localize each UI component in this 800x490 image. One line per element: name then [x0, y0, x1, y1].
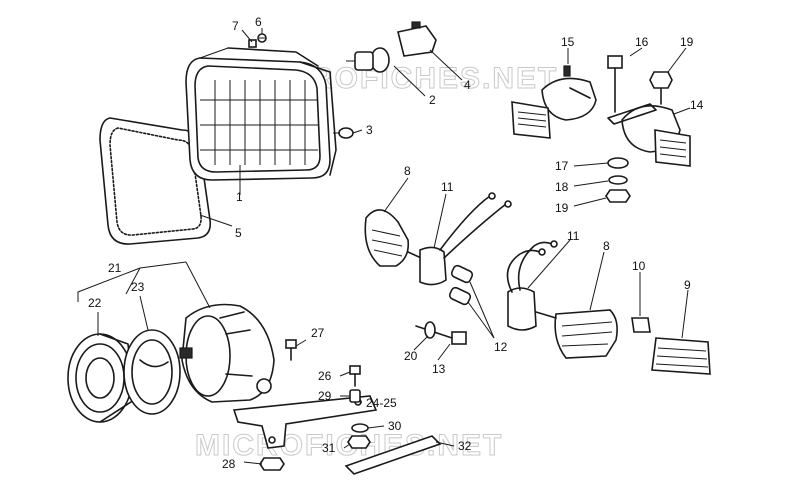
callout-20: 20: [404, 349, 418, 363]
nut-28: [259, 457, 285, 471]
callout-4: 4: [464, 78, 471, 92]
callout-19-bottom: 19: [555, 201, 569, 215]
callout-30: 30: [388, 419, 402, 433]
signal-bolt: [415, 325, 467, 345]
washer-17: [607, 157, 629, 169]
callout-8-left: 8: [404, 164, 411, 178]
callout-3: 3: [366, 123, 373, 137]
callout-14: 14: [690, 98, 704, 112]
callout-1: 1: [236, 190, 243, 204]
callout-29: 29: [318, 389, 332, 403]
callout-24-25: 24-25: [366, 396, 397, 410]
washer-18: [608, 175, 628, 185]
horn-left: [511, 65, 597, 139]
callout-2: 2: [429, 93, 436, 107]
callout-7: 7: [232, 19, 239, 33]
screw-7: [248, 39, 257, 48]
screw-6: [257, 33, 267, 43]
headlamp-unit: [185, 47, 337, 181]
washer-30: [351, 423, 369, 433]
callout-5: 5: [235, 226, 242, 240]
callout-15: 15: [561, 35, 575, 49]
callout-27: 27: [311, 326, 325, 340]
rear-lamp-reflector: [123, 329, 181, 415]
callout-19-top: 19: [680, 35, 694, 49]
callout-12: 12: [494, 340, 508, 354]
headlamp-bulb: [346, 47, 390, 73]
nut-31: [347, 435, 371, 449]
lamp-bracket: [232, 395, 378, 449]
horn-bolt: [607, 55, 623, 113]
spacer-12a: [450, 264, 474, 284]
horn-right: [607, 103, 691, 167]
callout-21: 21: [108, 261, 122, 275]
leader-lines: [77, 28, 691, 465]
turn-signal-left: [364, 209, 431, 267]
callout-22: 22: [88, 296, 102, 310]
callout-13: 13: [432, 362, 446, 376]
reflector: [651, 337, 711, 375]
nut-19: [605, 189, 631, 203]
callout-labels: 1 2 3 4 5 6 7 8 8 9 10 11 11 12 13 14 15…: [88, 15, 704, 471]
signal-socket-left: [419, 192, 512, 286]
callout-16: 16: [635, 35, 649, 49]
callout-32: 32: [458, 439, 472, 453]
callout-31: 31: [322, 441, 336, 455]
spacer-29: [349, 389, 361, 403]
bulb-connector: [397, 21, 437, 57]
horn-nut-top: [649, 71, 673, 105]
rear-lamp-housing: [179, 303, 275, 403]
callout-11-right: 11: [567, 229, 580, 243]
spacer-12b: [448, 286, 472, 306]
callout-8-right: 8: [603, 239, 610, 253]
mounting-strip: [344, 435, 442, 475]
callout-23: 23: [131, 280, 145, 294]
signal-socket-right: [506, 240, 558, 331]
callout-6: 6: [255, 15, 262, 29]
callout-17: 17: [555, 159, 569, 173]
callout-10: 10: [632, 259, 646, 273]
parking-bulb: [333, 127, 354, 139]
callout-11-left: 11: [441, 180, 454, 194]
callout-26: 26: [318, 369, 332, 383]
screw-27: [285, 339, 297, 361]
callout-18: 18: [555, 180, 569, 194]
reflector-clip: [631, 317, 651, 333]
callout-28: 28: [222, 457, 236, 471]
turn-signal-right: [535, 309, 618, 359]
signal-washer: [424, 321, 436, 339]
screw-26: [349, 365, 361, 387]
callout-9: 9: [684, 278, 691, 292]
